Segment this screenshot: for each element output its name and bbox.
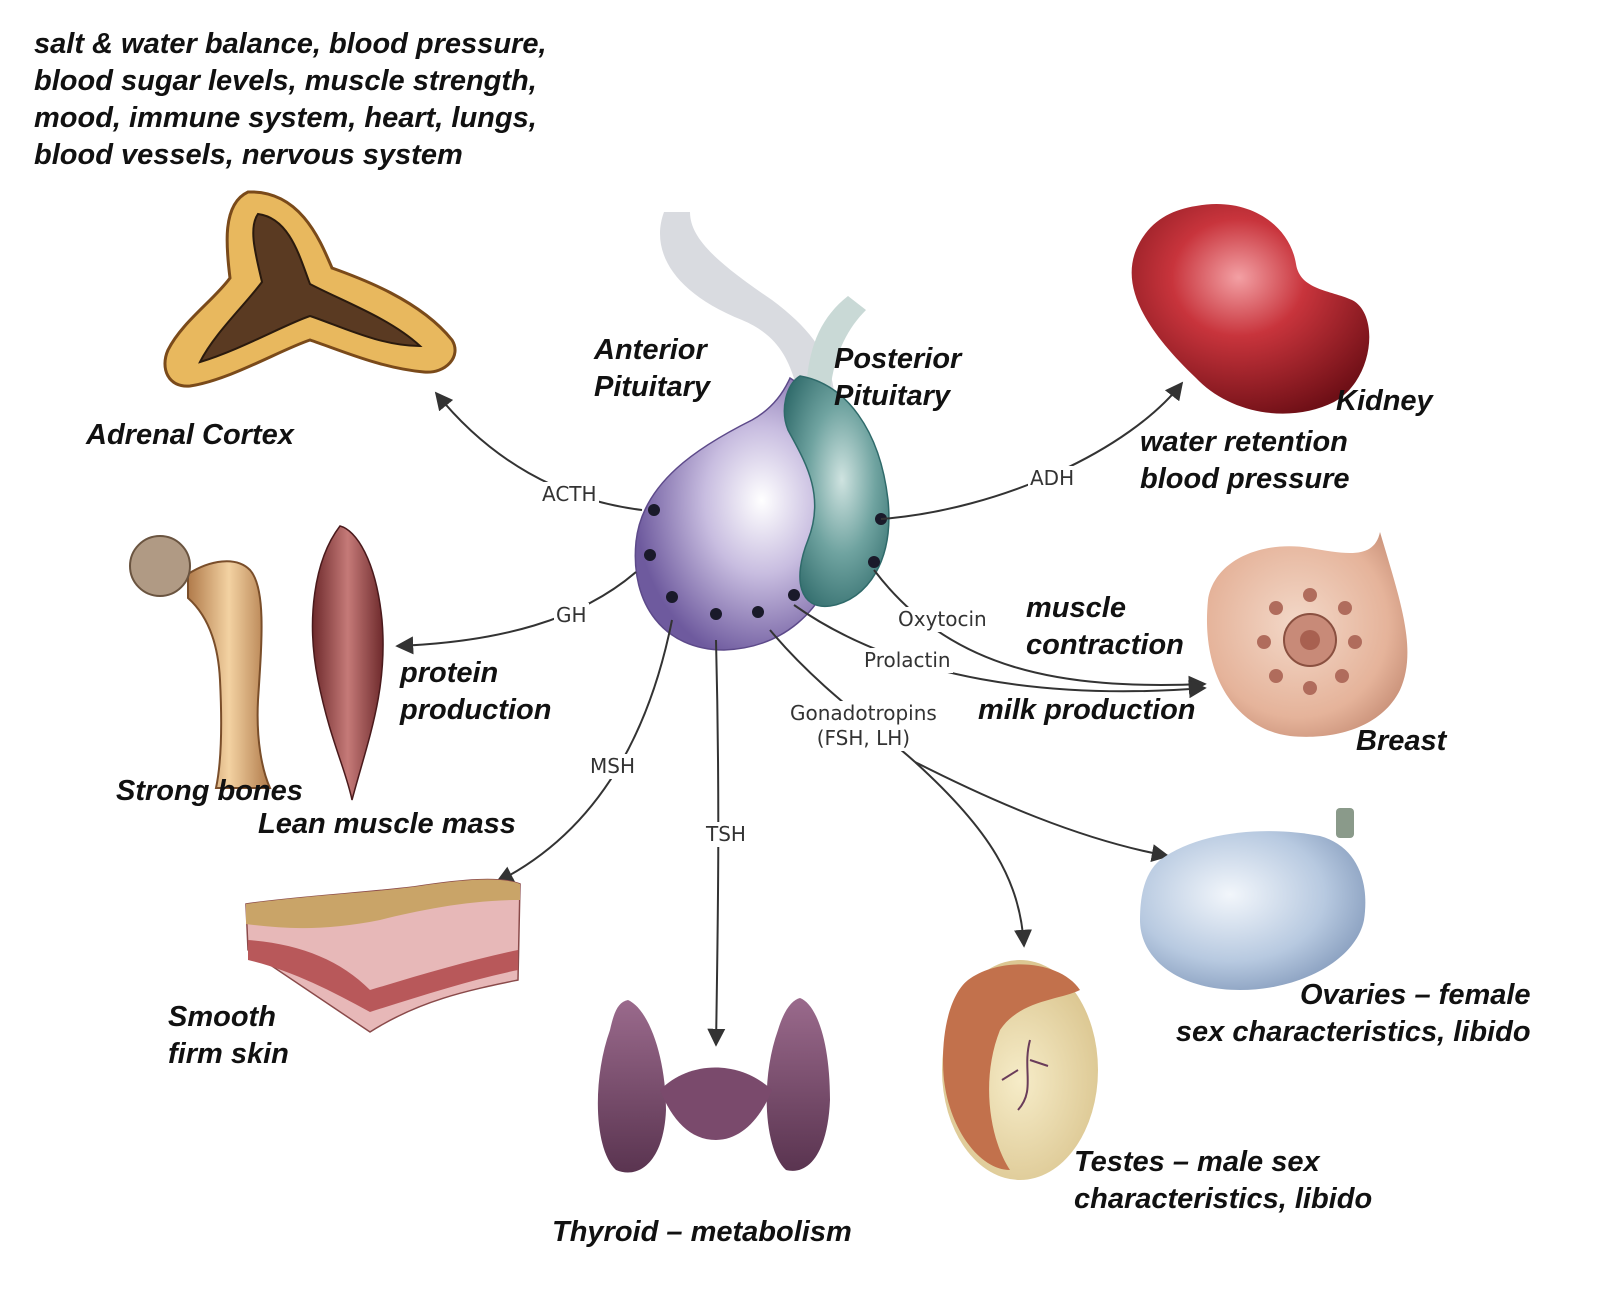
ovaries-label-line: sex characteristics, libido (1175, 1016, 1531, 1048)
posterior-pituitary-lobe (783, 375, 890, 608)
anterior-label-line: Pituitary (594, 371, 711, 403)
muscle-label: Lean muscle mass (258, 808, 516, 840)
gh-effect-line: production (400, 694, 552, 726)
tsh-arrow (707, 639, 726, 1047)
hormone-gonadotropins: Gonadotropins (FSH, LH) (788, 701, 939, 751)
hormone-tsh: TSH (704, 822, 748, 847)
hormone-oxytocin: Oxytocin (896, 607, 989, 632)
pituitary-stalk-icon (660, 212, 866, 392)
skin-label: Smooth firm skin (168, 999, 289, 1073)
skin-label-line: firm skin (168, 1038, 289, 1070)
ovaries-label: Ovaries – female sex characteristics, li… (1120, 977, 1531, 1051)
adrenal-cortex-label: Adrenal Cortex (86, 419, 294, 451)
bone-label: Strong bones (116, 775, 303, 807)
prolactin-arrow (793, 604, 1207, 699)
gonadotropins-line: (FSH, LH) (816, 726, 911, 750)
hormone-acth: ACTH (540, 482, 599, 507)
hormone-gh: GH (554, 603, 589, 628)
oxytocin-effect-line: muscle (1026, 592, 1126, 624)
note-line: blood sugar levels, muscle strength, (34, 65, 537, 97)
acth-arrow (434, 391, 643, 511)
kidney-effect-line: blood pressure (1140, 463, 1350, 495)
breast-icon (1206, 532, 1408, 737)
oxytocin-arrow (873, 569, 1207, 694)
kidney-effect-line: water retention (1140, 426, 1348, 458)
adrenal-effects-note: salt & water balance, blood pressure, bl… (34, 26, 547, 174)
anterior-pituitary-label: Anterior Pituitary (594, 332, 710, 406)
hormone-prolactin: Prolactin (862, 648, 953, 673)
oxytocin-effect: muscle contraction (1026, 590, 1184, 664)
hormone-msh: MSH (588, 754, 637, 779)
skin-icon (245, 878, 521, 1033)
posterior-pituitary-label: Posterior Pituitary (834, 341, 961, 415)
note-line: mood, immune system, heart, lungs, (34, 102, 537, 134)
gh-effect-line: protein (400, 657, 499, 689)
note-line: salt & water balance, blood pressure, (34, 28, 547, 60)
gh-arrow (395, 571, 637, 655)
gonadotropin-testes-arrow (914, 761, 1032, 948)
gonadotropins-line: Gonadotropins (790, 701, 937, 725)
testes-icon (942, 960, 1098, 1180)
skin-label-line: Smooth (168, 1001, 276, 1033)
breast-label: Breast (1356, 725, 1447, 757)
muscle-icon (311, 525, 384, 801)
posterior-label-line: Posterior (834, 343, 962, 375)
testes-label: Testes – male sex characteristics, libid… (1074, 1144, 1372, 1218)
hormone-adh: ADH (1028, 466, 1077, 491)
secretion-dots (644, 504, 887, 620)
kidney-icon (1131, 204, 1370, 414)
thyroid-label: Thyroid – metabolism (552, 1216, 852, 1248)
oxytocin-effect-line: contraction (1026, 629, 1184, 661)
posterior-label-line: Pituitary (834, 380, 951, 412)
ovaries-icon (1140, 808, 1366, 990)
testes-label-line: characteristics, libido (1074, 1183, 1373, 1215)
adrenal-cortex-icon (163, 190, 457, 388)
anterior-label-line: Anterior (594, 334, 707, 366)
ovaries-label-line: Ovaries – female (1300, 979, 1531, 1011)
gh-effect: protein production (400, 655, 551, 729)
note-line: blood vessels, nervous system (34, 139, 463, 171)
gonadotropin-ovaries-arrow (914, 761, 1170, 862)
prolactin-effect: milk production (978, 694, 1196, 726)
thyroid-icon (597, 998, 830, 1173)
testes-label-line: Testes – male sex (1074, 1146, 1320, 1178)
kidney-label: Kidney (1336, 385, 1433, 417)
kidney-effect: water retention blood pressure (1140, 424, 1350, 498)
bone-icon (129, 535, 272, 789)
